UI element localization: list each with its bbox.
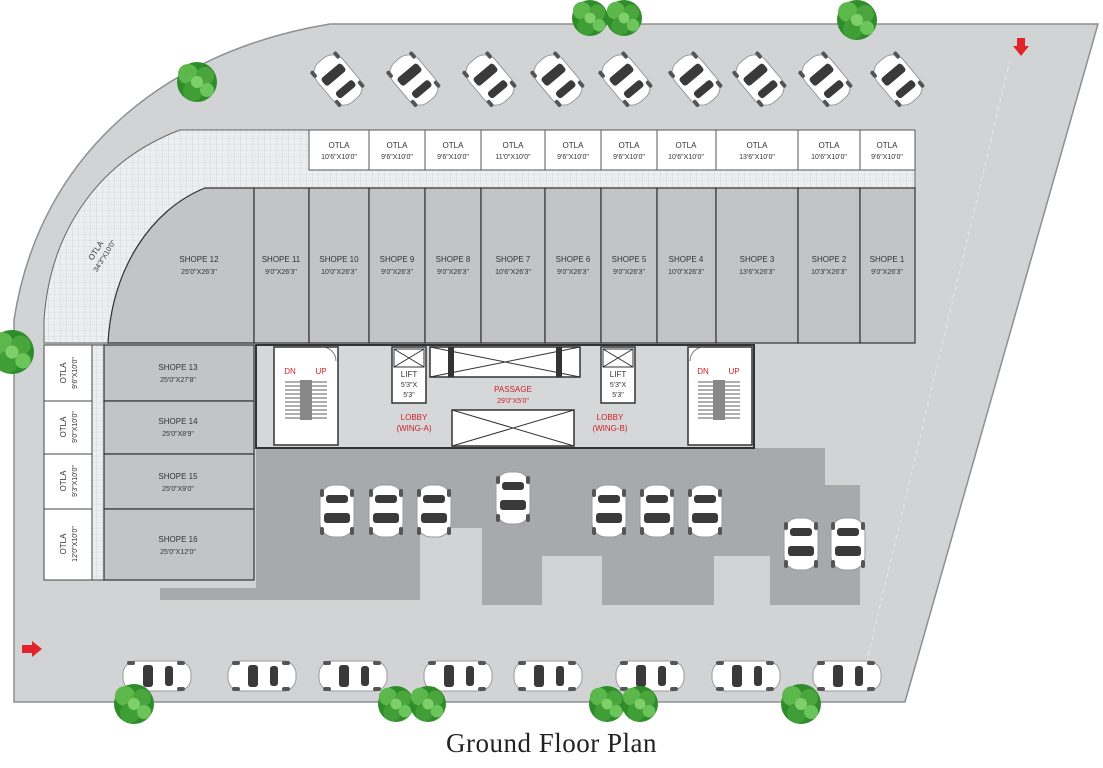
shop-label: SHOPE 13: [158, 363, 198, 372]
shop-size: 10'6"X26'3": [495, 269, 531, 276]
shop-label: SHOPE 16: [158, 535, 198, 544]
lobby-a-label: LOBBY: [401, 413, 428, 422]
passage-size: 29'0"X5'0": [497, 398, 529, 405]
otla-size: 10'6"X10'0": [321, 154, 357, 161]
otla-size: 9'6"X10'0": [871, 154, 903, 161]
otla-label: OTLA: [676, 141, 698, 150]
shop-label: SHOPE 10: [319, 255, 359, 264]
shop-label: SHOPE 7: [496, 255, 531, 264]
core-labels: DN UP DN UP LIFT 5'3"X 5'3" LIFT 5'3"X 5…: [284, 367, 739, 433]
shop-size: 25'0"X27'8": [160, 377, 196, 384]
shop-12-label: SHOPE 12: [179, 255, 219, 264]
otla-label: OTLA: [59, 362, 68, 384]
shop-size: 9'0"X26'3": [265, 269, 297, 276]
shop-label: SHOPE 5: [612, 255, 647, 264]
shop-label: SHOPE 6: [556, 255, 591, 264]
otla-label: OTLA: [59, 416, 68, 438]
shop-size: 9'0"X26'3": [381, 269, 413, 276]
otla-size: 9'6"X10'0": [72, 357, 79, 389]
stair-a-dn: DN: [284, 367, 296, 376]
lobby-b-wing: (WING-B): [592, 424, 627, 433]
core-area: [255, 344, 755, 449]
top-otla-row: [308, 129, 916, 171]
otla-size: 9'0"X10'0": [72, 411, 79, 443]
shop-label: SHOPE 1: [870, 255, 905, 264]
shop-12: [107, 187, 255, 344]
otla-label: OTLA: [563, 141, 585, 150]
left-otla-labels: OTLA 9'6"X10'0" OTLA 9'0"X10'0" OTLA 9'3…: [59, 357, 79, 562]
shop-size: 9'0"X26'3": [557, 269, 589, 276]
lift-a-label: LIFT: [401, 370, 418, 379]
shop-size: 13'6"X26'3": [739, 269, 775, 276]
shop-size: 10'0"X26'3": [668, 269, 704, 276]
otla-size: 9'6"X10'0": [437, 154, 469, 161]
shop-12-size: 25'0"X26'3": [181, 269, 217, 276]
shop-size: 9'0"X26'3": [437, 269, 469, 276]
shop-label: SHOPE 4: [669, 255, 704, 264]
top-shop-row: [107, 187, 916, 344]
shop-label: SHOPE 11: [262, 255, 301, 264]
otla-size: 9'6"X10'0": [381, 154, 413, 161]
otla-label: OTLA: [619, 141, 641, 150]
left-shop-labels: SHOPE 13 25'0"X27'8" SHOPE 14 25'0"X8'9"…: [158, 363, 198, 556]
lobby-a-wing: (WING-A): [396, 424, 431, 433]
left-shop-column: [103, 344, 255, 581]
otla-label: OTLA: [747, 141, 769, 150]
shop-label: SHOPE 3: [740, 255, 775, 264]
otla-size: 9'3"X10'0": [72, 465, 79, 497]
otla-size: 12'0"X10'0": [72, 526, 79, 562]
lift-a-size: 5'3"X: [401, 382, 418, 389]
shop-size: 9'0"X26'3": [871, 269, 903, 276]
lift-b-size: 5'3"X: [610, 382, 627, 389]
shop-size: 9'0"X26'3": [613, 269, 645, 276]
otla-label: OTLA: [443, 141, 465, 150]
shop-size: 25'0"X12'0": [160, 549, 196, 556]
lift-a-size-2: 5'3": [403, 392, 415, 399]
otla-label: OTLA: [503, 141, 525, 150]
otla-label: OTLA: [59, 533, 68, 555]
exit-arrow-icon: [1013, 38, 1029, 56]
stair-b-up: UP: [728, 367, 739, 376]
shop-label: SHOPE 9: [380, 255, 415, 264]
stair-a-up: UP: [315, 367, 326, 376]
otla-size: 11'0"X10'0": [495, 154, 531, 161]
shop-size: 25'0"X8'9": [162, 431, 194, 438]
plan-title: Ground Floor Plan: [446, 728, 657, 758]
otla-label: OTLA: [329, 141, 351, 150]
otla-label: OTLA: [387, 141, 409, 150]
shop-size: 10'3"X26'3": [811, 269, 847, 276]
otla-label: OTLA: [59, 470, 68, 492]
lift-b-label: LIFT: [610, 370, 627, 379]
otla-label: OTLA: [877, 141, 899, 150]
otla-label: OTLA: [819, 141, 841, 150]
shop-label: SHOPE 2: [812, 255, 847, 264]
otla-size: 10'6"X10'0": [811, 154, 847, 161]
passage-label: PASSAGE: [494, 385, 532, 394]
lobby-b-label: LOBBY: [597, 413, 624, 422]
top-otla-labels: OTLA 10'6"X10'0" OTLA 9'6"X10'0" OTLA 9'…: [321, 141, 903, 161]
entry-arrow-icon: [22, 641, 42, 657]
shop-label: SHOPE 8: [436, 255, 471, 264]
shop-label: SHOPE 15: [158, 472, 198, 481]
otla-size: 13'6"X10'0": [739, 154, 775, 161]
stair-b-dn: DN: [697, 367, 709, 376]
shop-label: SHOPE 14: [158, 417, 198, 426]
otla-size: 10'6"X10'0": [668, 154, 704, 161]
left-otla-column: [43, 344, 105, 581]
lift-b-size-2: 5'3": [612, 392, 624, 399]
shop-size: 10'0"X26'3": [321, 269, 357, 276]
otla-size: 9'6"X10'0": [557, 154, 589, 161]
top-shop-labels: SHOPE 11 9'0"X26'3" SHOPE 10 10'0"X26'3"…: [179, 255, 904, 276]
otla-size: 9'6"X10'0": [613, 154, 645, 161]
shop-size: 25'0"X9'0": [162, 486, 194, 493]
